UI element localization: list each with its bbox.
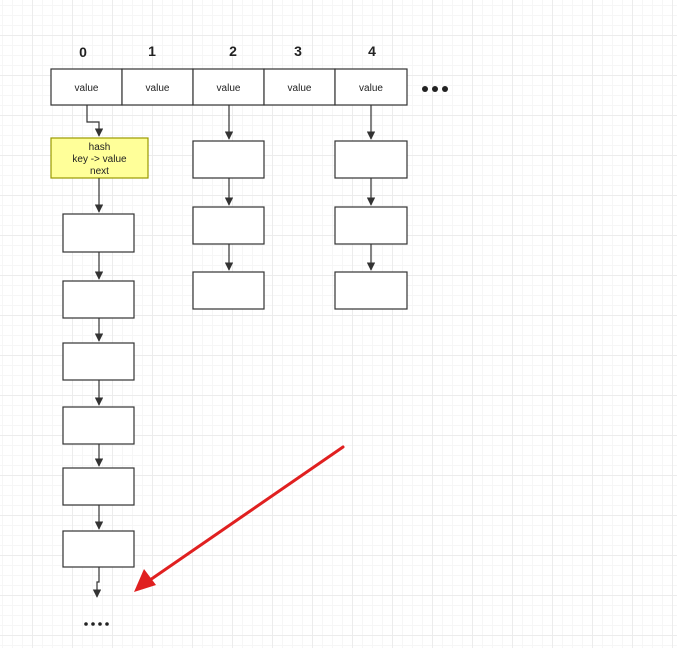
array-cell-label-0: value [75, 83, 99, 94]
bucket4-node-1 [334, 140, 408, 179]
bucket2-node-3 [192, 271, 265, 310]
bucket-index-1: 1 [148, 43, 156, 59]
connector-bucket0-entry [86, 105, 104, 137]
bucket2-node-1 [192, 140, 265, 179]
bucket0-node-4 [62, 406, 135, 445]
bucket-index-3: 3 [294, 43, 302, 59]
array-cell-1 [121, 68, 194, 106]
array-cell-label-4: value [359, 83, 383, 94]
bucket-index-4: 4 [368, 43, 376, 59]
array-cell-label-2: value [217, 83, 241, 94]
bucket0-node-5 [62, 467, 135, 506]
bucket0-node-3 [62, 342, 135, 381]
chain-continuation-dots [84, 622, 109, 626]
bucket4-node-3 [334, 271, 408, 310]
entry-node [50, 137, 149, 179]
entry-next-label: next [90, 166, 109, 177]
bucket2-node-2 [192, 206, 265, 245]
array-continuation-dots [422, 86, 448, 92]
red-pointer-arrow [134, 445, 345, 592]
bucket-index-0: 0 [79, 44, 87, 60]
bucket0-node-2 [62, 280, 135, 319]
array-cell-0 [50, 68, 123, 106]
bucket-index-2: 2 [229, 43, 237, 59]
connector-bucket0-continue [92, 567, 102, 598]
array-cell-label-3: value [288, 83, 312, 94]
array-cell-label-1: value [146, 83, 170, 94]
bucket0-node-6 [62, 530, 135, 568]
entry-key-value-label: key -> value [72, 154, 127, 165]
entry-hash-label: hash [89, 142, 111, 153]
bucket4-node-2 [334, 206, 408, 245]
bucket0-node-1 [62, 213, 135, 253]
bucket-array [50, 68, 408, 106]
